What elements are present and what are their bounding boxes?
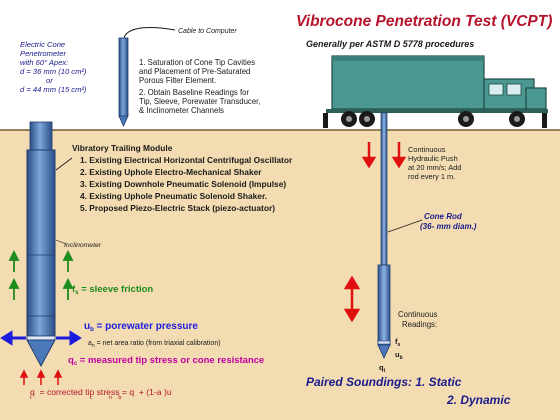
- push-text: Continuous Hydraulic Push at 20 mm/s; Ad…: [408, 145, 461, 181]
- rod-cone: [377, 344, 391, 359]
- soil-area: [0, 130, 560, 420]
- small-probe-tip: [118, 115, 129, 127]
- cable-line: [123, 27, 176, 39]
- area-label: an = net area ratio (from triaxial calib…: [88, 340, 221, 349]
- truck-hood: [525, 87, 547, 110]
- cone-rod: [377, 112, 391, 359]
- truck-bumper: [326, 109, 548, 113]
- paired-line2: 2. Dynamic: [446, 393, 511, 407]
- rod-upper: [380, 112, 388, 266]
- readings-fs: fs: [395, 337, 401, 348]
- green-arrow-head: [62, 249, 74, 261]
- probe-note-line: d = 44 mm (15 cm²): [20, 85, 87, 94]
- procedure-line: and Placement of Pre-Saturated: [139, 67, 250, 76]
- module-item: 2. Existing Uphole Electro-Mechanical Sh…: [80, 167, 262, 177]
- truck-stabilizer: [323, 113, 328, 128]
- readings-text: Continuous Readings:: [398, 310, 438, 329]
- readings-ub: ub: [395, 350, 403, 361]
- probe-note-line: or: [46, 76, 53, 85]
- rod-ring: [377, 340, 391, 345]
- diagram-title: Vibrocone Penetration Test (VCPT): [296, 13, 552, 30]
- probe-note-line: Electric Cone: [20, 40, 65, 49]
- cable-label: Cable to Computer: [178, 28, 237, 35]
- truck-roof: [332, 56, 484, 61]
- red-arrow-head: [343, 275, 361, 290]
- truck-wheel-hub: [364, 116, 370, 122]
- procedure-line: Tip, Sleeve, Porewater Transducer,: [139, 97, 261, 106]
- truck-body: [331, 55, 485, 110]
- truck-wheel-hub: [463, 116, 469, 122]
- readings-line: Readings:: [402, 320, 437, 329]
- red-arrow-head: [343, 308, 361, 323]
- small-probe-body: [118, 37, 129, 117]
- push-line: rod every 1 m.: [408, 172, 455, 181]
- inclinometer-label: Inclinometer: [64, 242, 102, 249]
- module-item: 1. Existing Electrical Horizontal Centri…: [80, 155, 293, 165]
- green-arrow-head: [62, 277, 74, 289]
- inclinometer-leader: [55, 239, 67, 245]
- red-arrow-head: [53, 369, 63, 378]
- small-probe: Cable to Computer: [118, 27, 237, 127]
- dynamic-arrow: [343, 275, 361, 323]
- probe-cone: [26, 339, 56, 368]
- module-item: 4. Existing Uphole Pneumatic Solenoid Sh…: [80, 191, 267, 201]
- module-item: 3. Existing Downhole Pneumatic Solenoid …: [80, 179, 286, 189]
- readings-qt: qt: [379, 363, 386, 374]
- large-probe: [26, 121, 56, 368]
- rod-leader: [387, 219, 423, 233]
- tip-label: qc = measured tip stress or cone resista…: [68, 355, 264, 367]
- rod-label: (36- mm diam.): [420, 222, 477, 231]
- sleeve-arrows: [8, 249, 74, 300]
- truck-window: [506, 83, 522, 96]
- probe-note-line: with 60° Apex:: [20, 58, 68, 67]
- corrected-subs: t c n b: [30, 395, 121, 401]
- filter-ring: [26, 335, 56, 341]
- pore-label: ub = porewater pressure: [84, 321, 198, 333]
- push-line: Continuous: [408, 145, 446, 154]
- red-arrow-head: [36, 369, 46, 378]
- diagram-subtitle: Generally per ASTM D 5778 procedures: [306, 39, 474, 49]
- truck-stabilizer: [542, 113, 547, 128]
- rod-label: Cone Rod: [424, 212, 463, 221]
- module-title: Vibratory Trailing Module: [72, 143, 173, 153]
- probe-note-line: Penetrometer: [20, 49, 66, 58]
- probe-body: [26, 149, 56, 337]
- procedure-line: & Inclinometer Channels: [139, 106, 224, 115]
- push-line: at 20 mm/s; Add: [408, 163, 461, 172]
- cpt-truck: [323, 55, 548, 128]
- procedure-text: 1. Saturation of Cone Tip Cavities and P…: [139, 58, 261, 115]
- probe-note-line: d = 36 mm (10 cm²): [20, 67, 87, 76]
- push-arrows: [361, 142, 407, 169]
- paired-line1: Paired Soundings: 1. Static: [306, 375, 462, 389]
- probe-note: Electric Cone Penetrometer with 60° Apex…: [20, 40, 87, 94]
- blue-arrow-head: [69, 330, 82, 346]
- module-leader: [55, 157, 73, 171]
- pore-arrows: [0, 330, 82, 346]
- blue-arrow-head: [0, 330, 13, 346]
- rod-lower: [377, 264, 391, 346]
- truck-window: [488, 83, 504, 96]
- red-arrow-head: [391, 156, 407, 169]
- module-text: Vibratory Trailing Module 1. Existing El…: [72, 143, 293, 213]
- red-arrow-head: [19, 369, 29, 378]
- procedure-line: 2. Obtain Baseline Readings for: [139, 88, 249, 97]
- push-line: Hydraulic Push: [408, 154, 458, 163]
- truck-wheel-hub: [346, 116, 352, 122]
- red-arrow-head: [361, 156, 377, 169]
- readings-line: Continuous: [398, 310, 438, 319]
- procedure-line: Porous Filter Element.: [139, 76, 216, 85]
- green-arrow-head: [8, 249, 20, 261]
- tip-arrows: [19, 369, 63, 385]
- sleeve-label: fs = sleeve friction: [72, 284, 153, 296]
- green-arrow-head: [8, 277, 20, 289]
- probe-rod: [29, 121, 53, 151]
- corrected-label: q = corrected tip stress = q + (1-a )u: [30, 387, 172, 397]
- truck-wheel-hub: [514, 116, 520, 122]
- procedure-line: 1. Saturation of Cone Tip Cavities: [139, 58, 255, 67]
- module-item: 5. Proposed Piezo-Electric Stack (piezo-…: [80, 203, 275, 213]
